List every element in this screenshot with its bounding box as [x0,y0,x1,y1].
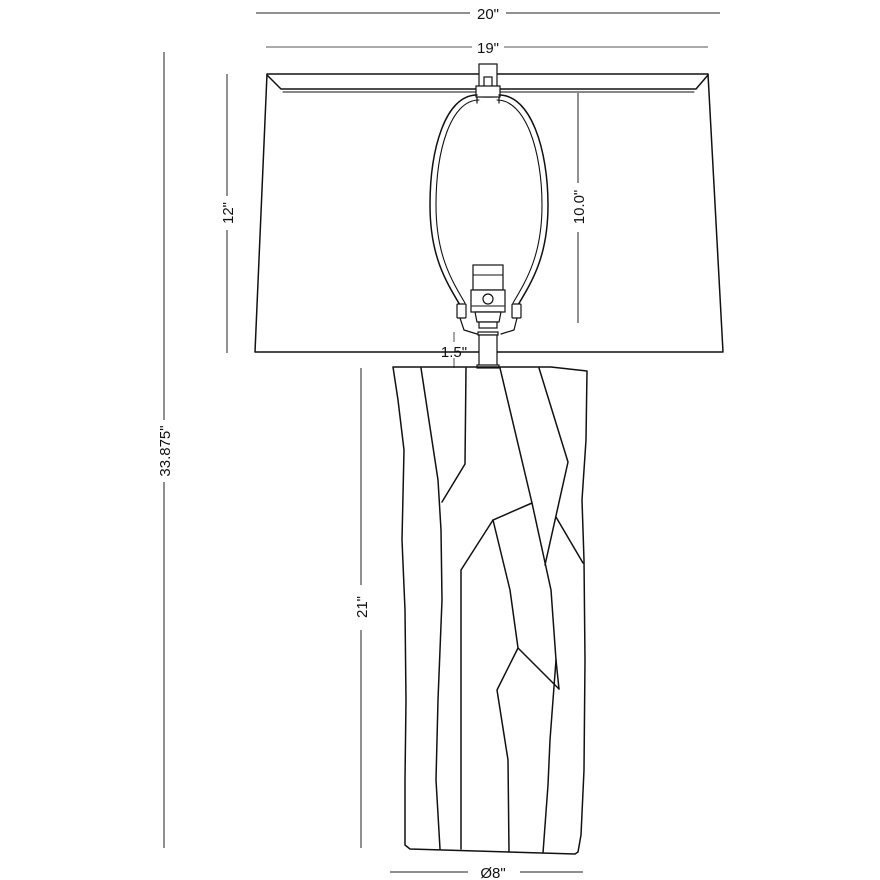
dim-base-height: 21" [354,368,371,848]
dim-base-height-label: 21" [354,596,371,618]
dim-harp-height: 10.0" [571,93,588,323]
dim-overall-height: 33.875" [157,52,174,848]
dim-shade-height-label: 12" [220,202,237,224]
harp [429,94,549,335]
dim-neck-height: 1.5" [441,332,467,368]
faceted-base [392,366,588,855]
dim-shade-height: 12" [220,74,237,353]
dim-base-diameter: Ø8" [390,865,583,880]
neck [476,331,500,369]
dim-overall-height-label: 33.875" [157,425,174,476]
dim-shade-top-width: 19" [266,40,708,57]
dim-overall-width: 20" [256,6,720,23]
dim-shade-top-width-label: 19" [477,40,499,57]
socket [470,264,506,329]
finial [475,63,501,104]
dim-harp-height-label: 10.0" [571,190,588,225]
dim-overall-width-label: 20" [477,6,499,23]
dim-base-diameter-label: Ø8" [480,865,505,880]
